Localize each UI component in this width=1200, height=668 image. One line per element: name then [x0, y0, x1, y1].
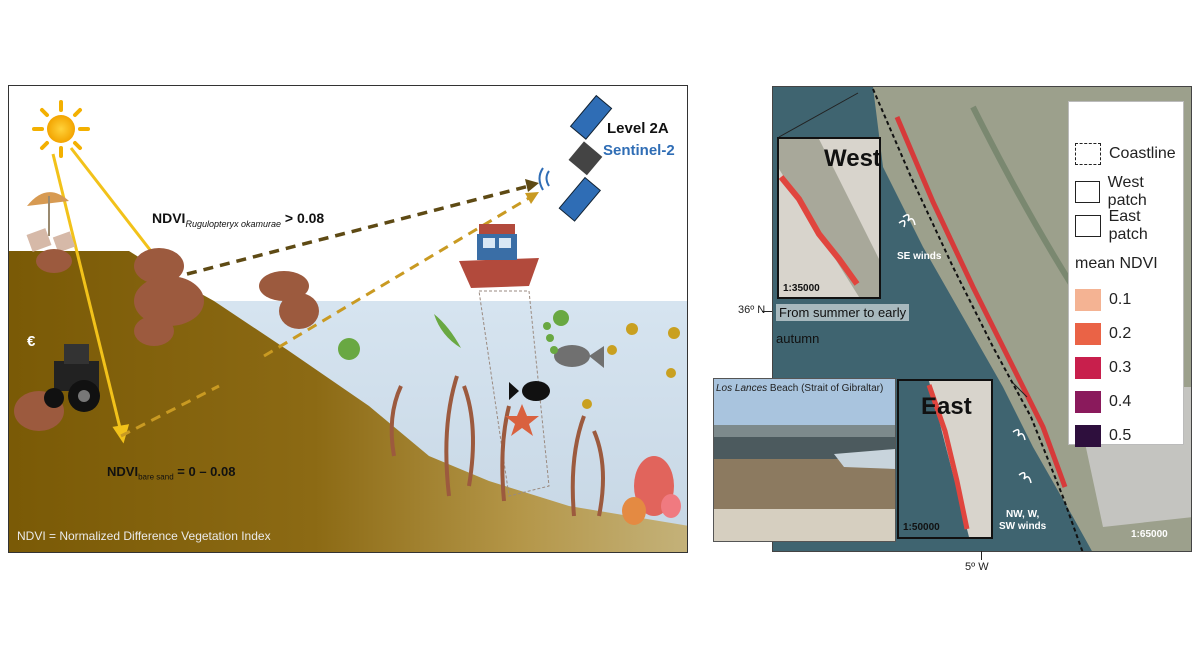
ndvi-class-label: 0.5 [1109, 427, 1132, 444]
level-label: Level 2A [607, 120, 669, 137]
ndvi-algae-label: NDVIRugulopteryx okamurae > 0.08 [152, 210, 324, 229]
beach-photo-caption: Los Lances Beach (Strait of Gibraltar) [716, 383, 883, 394]
east-patch-swatch [1075, 215, 1101, 237]
wind-icon-se [898, 214, 916, 228]
se-winds-label: SE winds [897, 251, 942, 262]
beach-caption-rest: Beach (Strait of Gibraltar) [767, 383, 884, 394]
ndvi-class-swatch [1075, 323, 1101, 345]
longitude-tick [981, 551, 982, 560]
legend-coastline: Coastline [1075, 142, 1176, 166]
seaweed-clumps [14, 248, 319, 431]
legend-west-patch-label: West patch [1107, 174, 1147, 209]
fishing-boat-icon [459, 224, 539, 288]
ndvi-footnote: NDVI = Normalized Difference Vegetation … [17, 529, 271, 543]
fishing-net [478, 290, 550, 497]
legend-ndvi-class: 0.3 [1075, 356, 1131, 380]
ndvi-class-swatch [1075, 391, 1101, 413]
longitude-label: 5º W [965, 561, 989, 573]
west-patch-swatch [1075, 181, 1100, 203]
starfish-icon [505, 404, 539, 436]
grey-fish-tail [589, 346, 604, 368]
ndvi-class-label: 0.2 [1109, 325, 1132, 342]
latitude-tick [762, 311, 772, 312]
map-legend: Coastline West patch East patch mean NDV… [1068, 101, 1184, 448]
west-zoom-line [778, 92, 859, 138]
wind-icon-nw [1012, 429, 1032, 484]
underwater-seaweed [389, 375, 605, 517]
beach-photo-image [714, 379, 895, 541]
ndvi-class-label: 0.4 [1109, 393, 1132, 410]
east-inset-title: East [921, 393, 972, 420]
ndvi-algae-subscript: Rugulopteryx okamurae [185, 218, 282, 229]
sun-icon [32, 100, 90, 158]
ndvi-class-label: 0.1 [1109, 291, 1132, 308]
nw-winds-line1: NW, W, [1005, 509, 1040, 520]
reflected-arrow-algae [186, 184, 530, 276]
east-inset-scale: 1:50000 [903, 522, 940, 533]
legend-east-patch-label: East patch [1108, 208, 1148, 243]
main-map-scale: 1:65000 [1131, 529, 1168, 540]
arrowhead-sand [525, 192, 539, 204]
satellite-icon [538, 94, 613, 222]
black-fish-tail [509, 382, 519, 400]
legend-east-patch: East patch [1075, 208, 1183, 243]
ndvi-class-swatch [1075, 357, 1101, 379]
east-zoom-line [1012, 382, 1028, 398]
euro-symbol: € [27, 333, 36, 350]
west-inset-bg [779, 139, 879, 297]
nw-winds-line2: SW winds [999, 521, 1047, 532]
ndvi-algae-prefix: NDVI [152, 210, 186, 226]
coastline [872, 88, 1084, 551]
beach-sand [9, 251, 687, 552]
legend-west-patch: West patch [1075, 174, 1183, 209]
study-area-map: West 1:35000 East 1:50000 SE winds NW, W… [772, 86, 1192, 552]
tractor-icon [44, 344, 100, 412]
ndvi-sand-label: NDVIbare sand = 0 – 0.08 [107, 464, 235, 482]
coastline-swatch [1075, 143, 1101, 165]
east-inset-map: East 1:50000 [897, 379, 993, 539]
beach-name-italic: Los Lances [716, 383, 768, 394]
ndvi-sand-range: = 0 – 0.08 [177, 464, 236, 479]
beach-umbrella-icon [26, 192, 76, 253]
ndvi-diagram-panel: € [8, 85, 688, 553]
ndvi-sand-prefix: NDVI [107, 464, 139, 479]
arrowhead-algae [525, 179, 539, 192]
green-algae [338, 310, 569, 360]
west-inset-scale: 1:35000 [783, 283, 820, 294]
season-label-2: autumn [776, 331, 820, 346]
legend-ndvi-class: 0.2 [1075, 322, 1131, 346]
ndvi-strip [894, 116, 1068, 488]
coastal-scene: € [9, 94, 687, 552]
coral-icon [622, 456, 681, 525]
west-inset-map: West 1:35000 [777, 137, 881, 299]
grey-fish-icon [554, 345, 590, 367]
ndvi-class-label: 0.3 [1109, 359, 1132, 376]
black-fish-icon [522, 381, 550, 401]
west-inset-title: West [824, 145, 881, 172]
ndvi-sand-subscript: bare sand [138, 472, 174, 482]
east-inset-bg [899, 381, 991, 537]
ndvi-algae-threshold: > 0.08 [284, 210, 325, 226]
suspended-particles [582, 323, 680, 409]
season-label-1: From summer to early [776, 304, 910, 321]
legend-coastline-label: Coastline [1109, 145, 1176, 162]
legend-ndvi-class: 0.4 [1075, 390, 1131, 414]
ndvi-class-swatch [1075, 289, 1101, 311]
ndvi-class-swatch [1075, 425, 1101, 447]
nw-winds-label: NW, W, SW winds [999, 509, 1046, 533]
legend-ndvi-class: 0.1 [1075, 288, 1131, 312]
legend-ndvi-title: mean NDVI [1075, 255, 1158, 272]
latitude-label: 36º N [738, 304, 766, 316]
legend-ndvi-class: 0.5 [1075, 424, 1131, 448]
sentinel-label: Sentinel-2 [603, 142, 675, 159]
beach-photo: Los Lances Beach (Strait of Gibraltar) [713, 378, 896, 542]
